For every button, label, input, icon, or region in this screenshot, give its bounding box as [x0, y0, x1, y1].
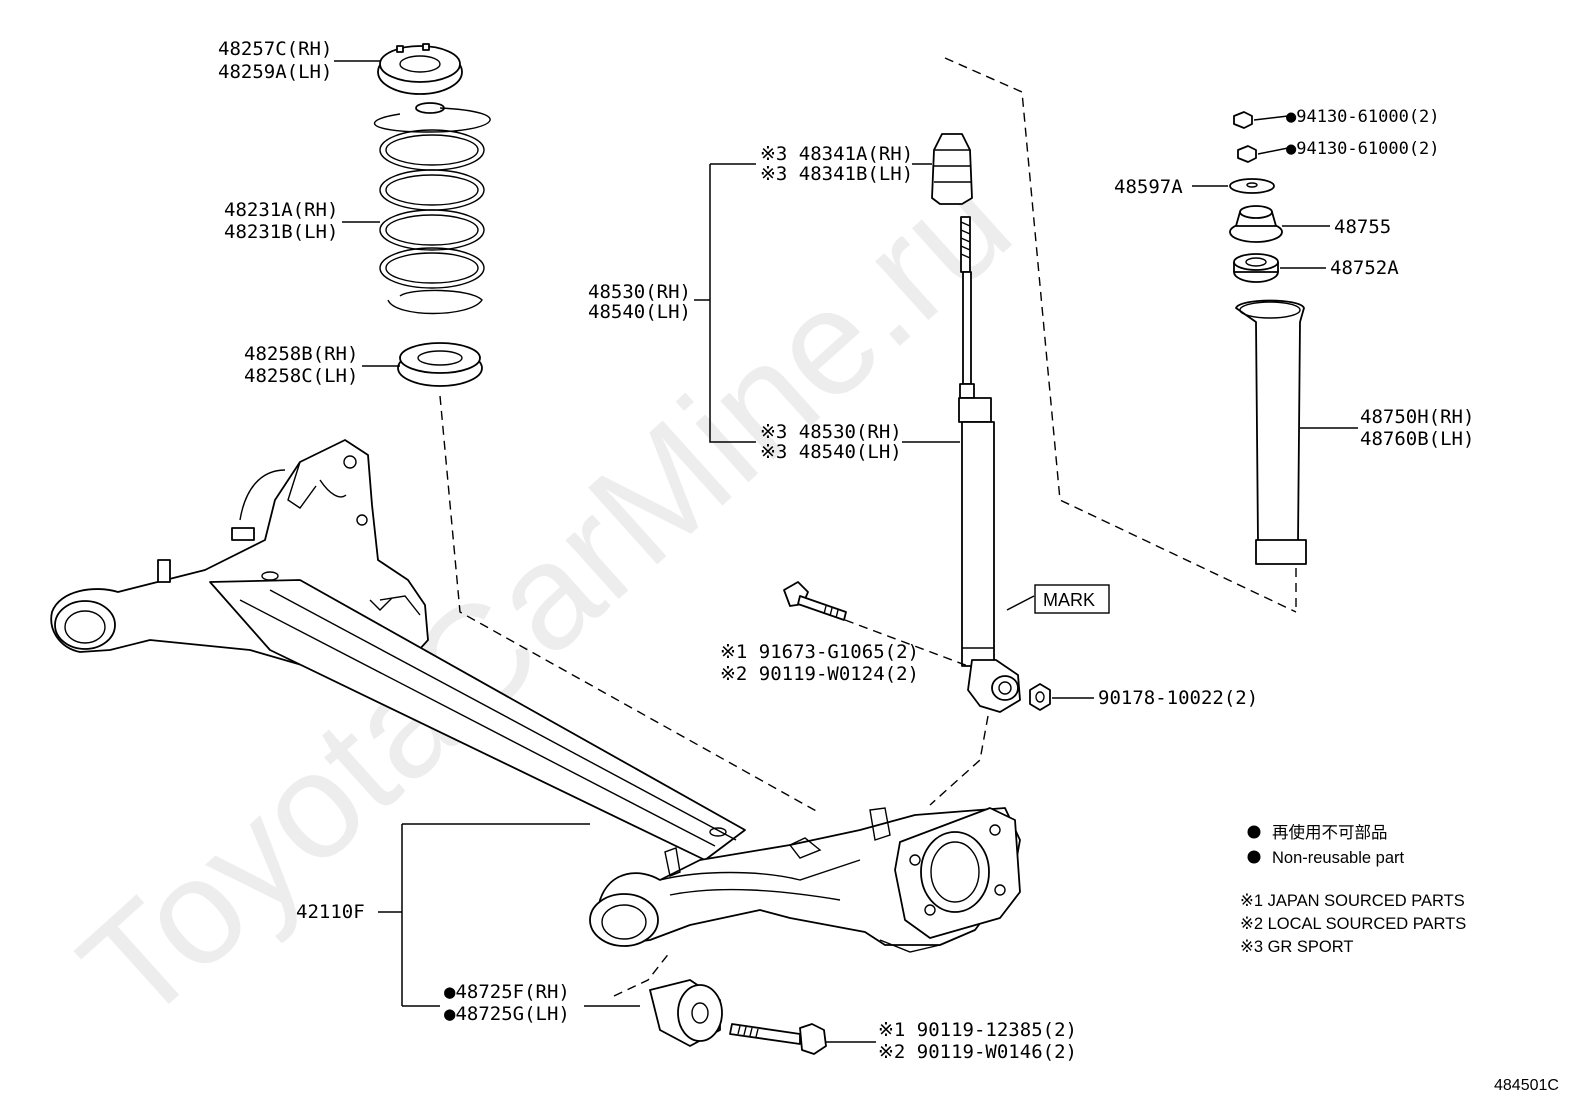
coil-spring: [374, 102, 491, 315]
svg-text:※3 48341A(RH): ※3 48341A(RH): [760, 143, 913, 165]
svg-text:※1 90119-12385(2): ※1 90119-12385(2): [878, 1019, 1077, 1041]
svg-text:※2 90119-W0124(2): ※2 90119-W0124(2): [720, 663, 919, 685]
svg-text:※2 90119-W0146(2): ※2 90119-W0146(2): [878, 1041, 1077, 1063]
svg-text:48750H(RH): 48750H(RH): [1360, 406, 1474, 428]
svg-text:48597A: 48597A: [1114, 176, 1183, 198]
bushing-bolt: [729, 1023, 827, 1055]
callout-shock-assy: 48530(RH) 48540(LH): [588, 281, 691, 323]
shock-absorber: [931, 133, 1021, 713]
callout-cushion: 48752A: [1330, 257, 1399, 279]
callout-coil-spring: 48231A(RH) 48231B(LH): [224, 199, 338, 243]
shock-mount-nut: [1029, 683, 1051, 711]
svg-text:90178-10022(2): 90178-10022(2): [1098, 687, 1258, 709]
svg-text:48752A: 48752A: [1330, 257, 1399, 279]
svg-text:●48725G(LH): ●48725G(LH): [444, 1003, 570, 1025]
callout-nut-shock: 90178-10022(2): [1098, 687, 1258, 709]
svg-text:48760B(LH): 48760B(LH): [1360, 428, 1474, 450]
legend-note-2: ※2 LOCAL SOURCED PARTS: [1240, 915, 1466, 933]
svg-text:48231B(LH): 48231B(LH): [224, 221, 338, 243]
washer: [1229, 178, 1275, 194]
svg-text:※3 48341B(LH): ※3 48341B(LH): [760, 163, 913, 185]
callout-bolt-shock: ※1 91673-G1065(2) ※2 90119-W0124(2): [720, 641, 919, 685]
upper-spring-seat: [377, 43, 463, 95]
callout-bushing-bolt: ※1 90119-12385(2) ※2 90119-W0146(2): [878, 1019, 1077, 1063]
svg-text:●48725F(RH): ●48725F(RH): [444, 981, 570, 1003]
callout-top-nut-2: ●94130-61000(2): [1286, 139, 1440, 159]
diagram-id: 484501C: [1494, 1077, 1559, 1094]
callout-shock-gr: ※3 48530(RH) ※3 48540(LH): [760, 421, 902, 463]
cushion: [1233, 253, 1279, 283]
callout-upper-seat: 48257C(RH) 48259A(LH): [218, 38, 332, 83]
callout-axle-beam: 42110F: [296, 901, 365, 923]
svg-text:※3 48540(LH): ※3 48540(LH): [760, 441, 902, 463]
svg-text:※3 48530(RH): ※3 48530(RH): [760, 421, 902, 443]
svg-text:●94130-61000(2): ●94130-61000(2): [1286, 139, 1440, 159]
rear-axle-beam: [50, 439, 1021, 953]
svg-text:48258B(RH): 48258B(RH): [244, 343, 358, 365]
top-nut-2: [1237, 145, 1257, 163]
svg-text:42110F: 42110F: [296, 901, 365, 923]
legend-dot-jp: 再使用不可部品: [1272, 823, 1388, 842]
svg-text:MARK: MARK: [1043, 590, 1095, 610]
callout-bump-stopper: ※3 48341A(RH) ※3 48341B(LH): [760, 143, 913, 185]
svg-text:48231A(RH): 48231A(RH): [224, 199, 338, 221]
legend-note-1: ※1 JAPAN SOURCED PARTS: [1240, 892, 1465, 910]
support: [1229, 205, 1283, 243]
callout-boot: 48750H(RH) 48760B(LH): [1360, 406, 1474, 450]
callout-support: 48755: [1334, 216, 1391, 238]
svg-text:48530(RH): 48530(RH): [588, 281, 691, 303]
callout-washer: 48597A: [1114, 176, 1183, 198]
svg-text:48540(LH): 48540(LH): [588, 301, 691, 323]
legend-dot-en: Non-reusable part: [1272, 849, 1404, 867]
legend: 再使用不可部品 Non-reusable part ※1 JAPAN SOURC…: [1240, 823, 1466, 956]
legend-note-3: ※3 GR SPORT: [1240, 938, 1353, 956]
svg-text:※1 91673-G1065(2): ※1 91673-G1065(2): [720, 641, 919, 663]
arm-bushing: [649, 979, 723, 1047]
assembly-lines: [439, 57, 1297, 997]
leader-lines: [334, 60, 1358, 1043]
mark-box: MARK: [1034, 584, 1110, 614]
svg-text:●94130-61000(2): ●94130-61000(2): [1286, 107, 1440, 127]
svg-text:48257C(RH): 48257C(RH): [218, 38, 332, 60]
dust-boot: [1235, 299, 1307, 565]
shock-mount-bolt: [783, 581, 847, 621]
callout-bushing: ●48725F(RH) ●48725G(LH): [444, 981, 570, 1025]
lower-spring-seat: [397, 342, 483, 387]
callout-lower-seat: 48258B(RH) 48258C(LH): [244, 343, 358, 387]
svg-text:48755: 48755: [1334, 216, 1391, 238]
svg-text:48258C(LH): 48258C(LH): [244, 365, 358, 387]
top-nut-1: [1233, 111, 1253, 129]
svg-text:48259A(LH): 48259A(LH): [218, 61, 332, 83]
callout-top-nut-1: ●94130-61000(2): [1286, 107, 1440, 127]
